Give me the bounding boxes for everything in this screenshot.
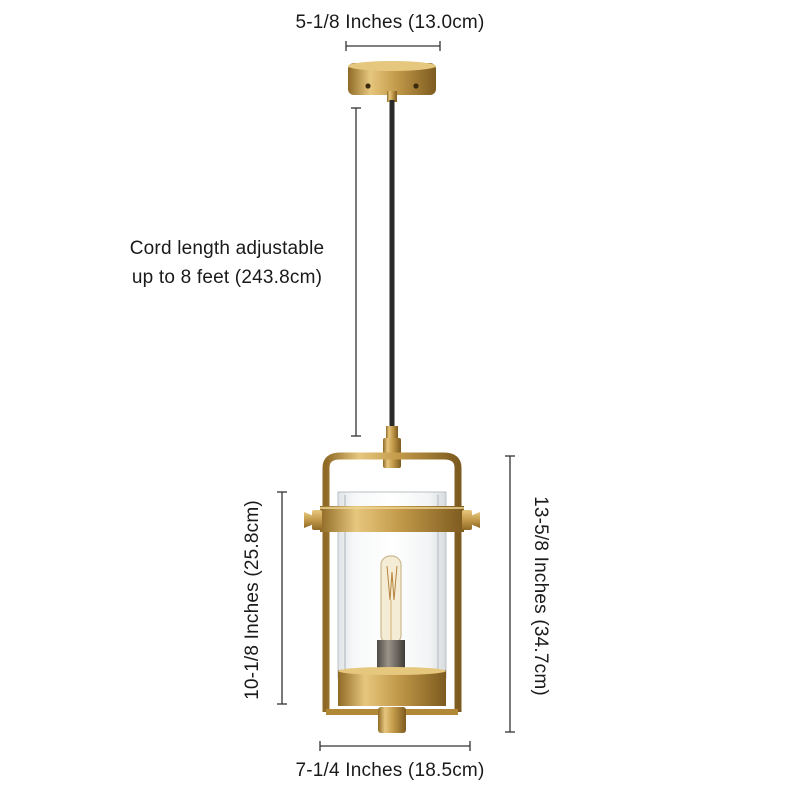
fixture-width-label: 7-1/4 Inches (18.5cm) (295, 760, 485, 781)
ceiling-canopy (348, 61, 436, 102)
cord-length-dimension-line (351, 107, 361, 437)
canopy-width-dimension-line (345, 41, 441, 51)
cord-length-label-line-1: Cord length adjustable (129, 238, 325, 259)
middle-brass-band (320, 506, 464, 532)
fixture-width-dimension-line (319, 741, 471, 751)
outer-frame (322, 452, 462, 712)
right-pivot-knob (462, 510, 480, 530)
bulb-socket (377, 640, 405, 672)
fixture-height-label: 13-5/8 Inches (34.7cm) (530, 496, 551, 696)
cord-length-label: Cord length adjustable up to 8 feet (243… (112, 234, 342, 292)
fixture-height-dimension-line (505, 455, 515, 733)
left-pivot-knob (304, 510, 322, 530)
cord-length-label-line-2: up to 8 feet (243.8cm) (131, 267, 323, 288)
bottom-finial (378, 707, 406, 733)
bottom-brass-cup (338, 667, 446, 706)
edison-bulb (380, 555, 402, 645)
shade-height-label: 10-1/8 Inches (25.8cm) (242, 500, 263, 700)
canopy-width-label: 5-1/8 Inches (13.0cm) (295, 12, 485, 33)
shade-height-dimension-line (277, 491, 287, 705)
top-connector (383, 426, 401, 468)
